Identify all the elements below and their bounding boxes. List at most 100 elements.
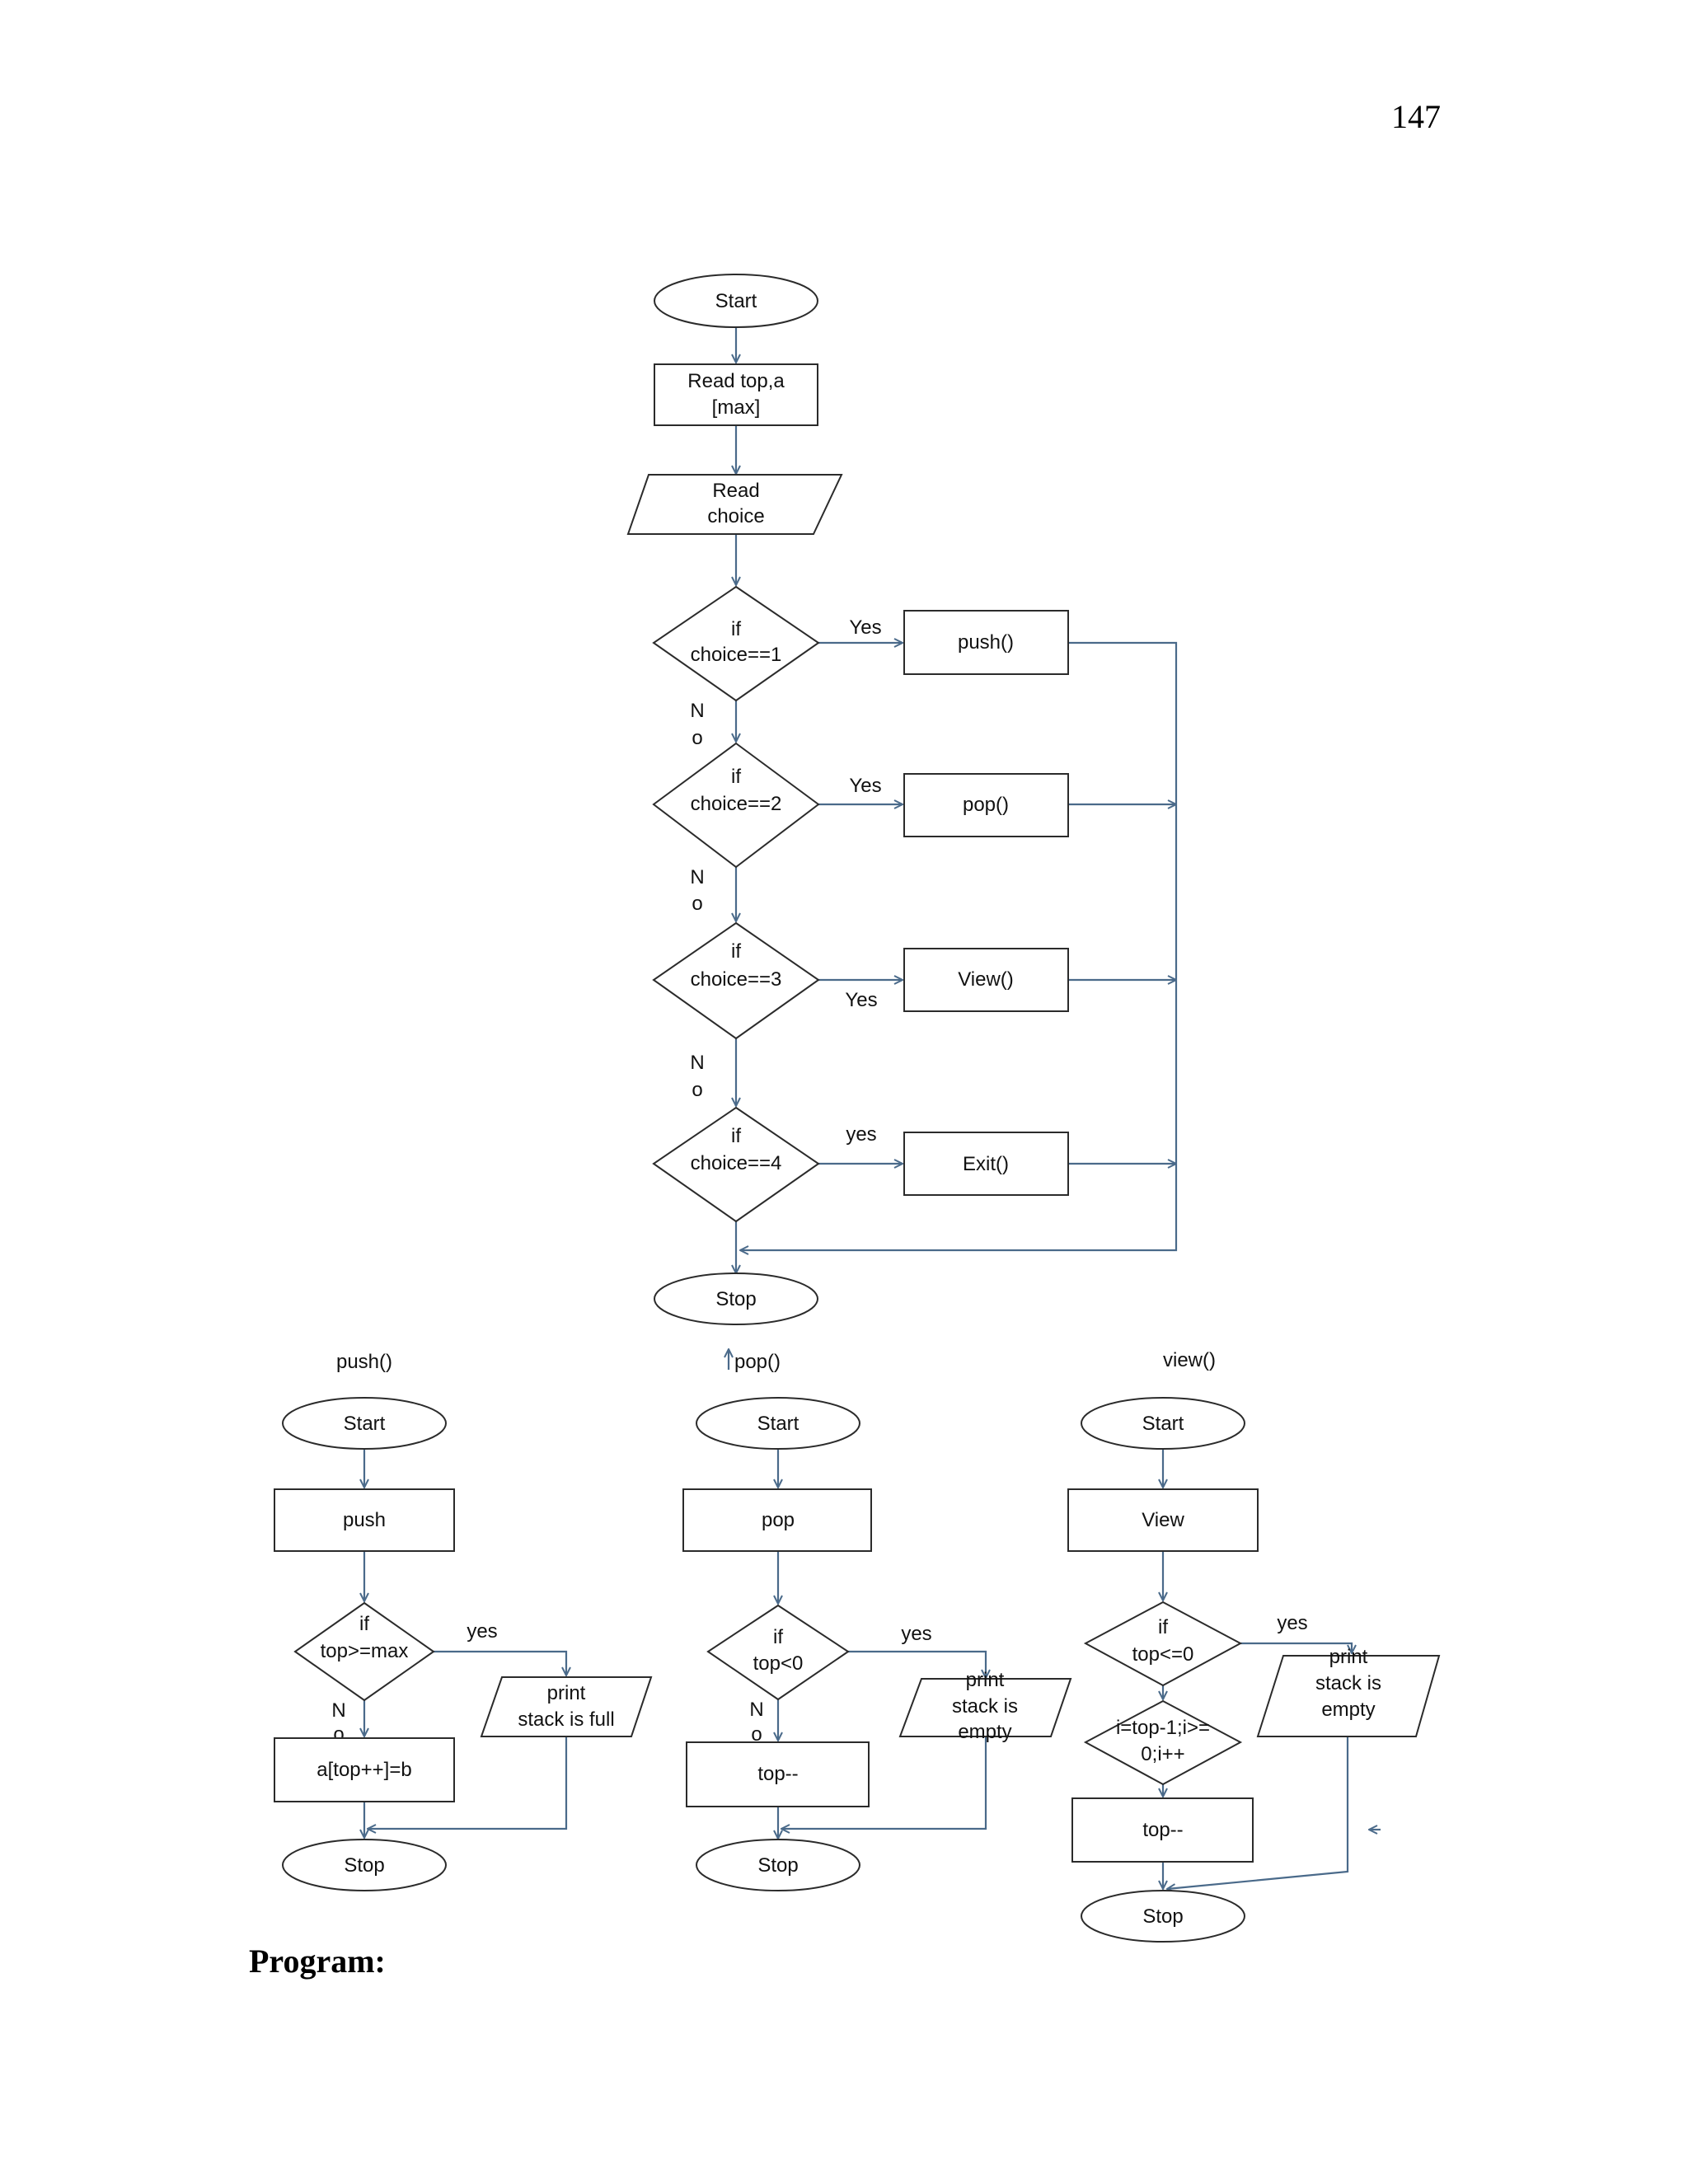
main-flowchart: Start Read top,a [max] Read choice if ch… <box>626 274 1178 1325</box>
push-call-box <box>903 610 1069 675</box>
push-stop-label: Stop <box>344 1854 384 1877</box>
no-label: o <box>692 727 702 749</box>
read-top-label: Read top,a <box>687 370 785 392</box>
yes-label: yes <box>846 1123 876 1146</box>
pop-call-box <box>903 773 1069 837</box>
push-flowchart: push() Start push if top>=max yes N o pr… <box>274 1351 653 1891</box>
decision-label: choice==1 <box>691 644 782 666</box>
stop-terminal <box>654 1272 818 1325</box>
connector <box>1167 1736 1349 1889</box>
view-start-label: Start <box>1142 1413 1184 1435</box>
no-label: N <box>331 1699 345 1722</box>
pop-start-terminal <box>696 1397 860 1450</box>
view-loop-label: 0;i++ <box>1141 1743 1184 1765</box>
decision-label: if <box>731 1125 741 1147</box>
exit-call-label: Exit() <box>963 1153 1009 1175</box>
connector <box>848 1650 986 1678</box>
decision-label: choice==2 <box>691 793 782 815</box>
push-call-label: push() <box>958 631 1014 654</box>
pop-decision <box>706 1604 850 1701</box>
read-choice-input <box>626 474 843 535</box>
connector <box>434 1650 566 1675</box>
pop-action-label: top-- <box>757 1763 798 1785</box>
pop-decision-label: top<0 <box>753 1652 804 1675</box>
push-process-box <box>274 1488 455 1552</box>
no-label: N <box>690 700 704 722</box>
view-action-box <box>1071 1797 1254 1863</box>
view-loop-label: i=top-1;i>= <box>1116 1717 1210 1739</box>
pop-action-box <box>686 1741 870 1807</box>
decision-choice-4 <box>652 1106 820 1223</box>
push-output-label: stack is full <box>518 1708 614 1731</box>
no-label: N <box>690 866 704 888</box>
stop-label: Stop <box>715 1288 756 1310</box>
connector <box>740 641 1178 1250</box>
decision-label: choice==3 <box>691 968 782 991</box>
program-heading: Program: <box>249 1943 386 1980</box>
view-stop-label: Stop <box>1142 1905 1183 1928</box>
yes-label: yes <box>1277 1612 1307 1634</box>
pop-title: pop() <box>734 1351 781 1373</box>
push-action-box <box>274 1737 455 1802</box>
view-flowchart: view() Start View if top<=0 yes print st… <box>1067 1349 1441 1943</box>
push-action-label: a[top++]=b <box>316 1759 411 1781</box>
no-label: o <box>692 893 702 915</box>
page-number: 147 <box>1391 98 1441 135</box>
push-start-terminal <box>282 1397 447 1450</box>
view-action-label: top-- <box>1142 1819 1183 1841</box>
push-output-label: print <box>547 1682 586 1704</box>
pop-output-box <box>898 1678 1072 1737</box>
view-decision-label: top<=0 <box>1132 1643 1194 1666</box>
push-output-box <box>480 1676 653 1737</box>
exit-call-box <box>903 1132 1069 1196</box>
push-process-label: push <box>343 1509 386 1531</box>
start-terminal <box>654 274 818 328</box>
decision-choice-1 <box>652 585 820 702</box>
pop-process-box <box>682 1488 872 1552</box>
decision-label: if <box>731 618 741 640</box>
connector <box>781 1736 987 1829</box>
view-call-label: View() <box>958 968 1014 991</box>
push-start-label: Start <box>344 1413 386 1435</box>
no-label: N <box>690 1052 704 1074</box>
view-decision <box>1083 1601 1243 1687</box>
read-top-process <box>654 363 818 426</box>
start-label: Start <box>715 290 757 312</box>
view-output-box <box>1256 1655 1441 1737</box>
pop-process-label: pop <box>762 1509 795 1531</box>
view-output-label: stack is <box>1315 1672 1381 1694</box>
pop-output-label: print <box>966 1669 1005 1691</box>
push-decision-label: top>=max <box>321 1640 409 1662</box>
view-output-label: empty <box>1321 1699 1375 1721</box>
view-output-label: print <box>1329 1646 1368 1668</box>
connector <box>368 1736 568 1829</box>
pop-stop-terminal <box>696 1839 860 1891</box>
view-stop-terminal <box>1081 1890 1245 1943</box>
decision-label: if <box>731 940 741 963</box>
push-decision <box>293 1601 435 1702</box>
no-label: N <box>749 1699 763 1721</box>
view-loop-decision <box>1083 1699 1243 1786</box>
view-call-box <box>903 948 1069 1012</box>
pop-output-label: stack is <box>952 1695 1018 1718</box>
yes-label: Yes <box>845 989 877 1011</box>
read-choice-label: Read <box>712 480 759 502</box>
decision-choice-2 <box>652 742 820 869</box>
decision-label: if <box>731 766 741 788</box>
view-process-label: View <box>1142 1509 1184 1531</box>
connector <box>1240 1642 1352 1653</box>
decision-label: choice==4 <box>691 1152 782 1174</box>
no-label: o <box>692 1079 702 1101</box>
no-label: o <box>751 1723 762 1746</box>
pop-stop-label: Stop <box>757 1854 798 1877</box>
pop-flowchart: pop() Start pop if top<0 yes N o print s… <box>682 1349 1072 1891</box>
view-process-box <box>1067 1488 1259 1552</box>
yes-label: yes <box>901 1623 931 1645</box>
pop-decision-label: if <box>773 1626 783 1648</box>
yes-label: Yes <box>849 616 881 639</box>
yes-label: yes <box>467 1620 497 1643</box>
yes-label: Yes <box>849 775 881 797</box>
push-stop-terminal <box>282 1839 447 1891</box>
decision-choice-3 <box>652 921 820 1040</box>
